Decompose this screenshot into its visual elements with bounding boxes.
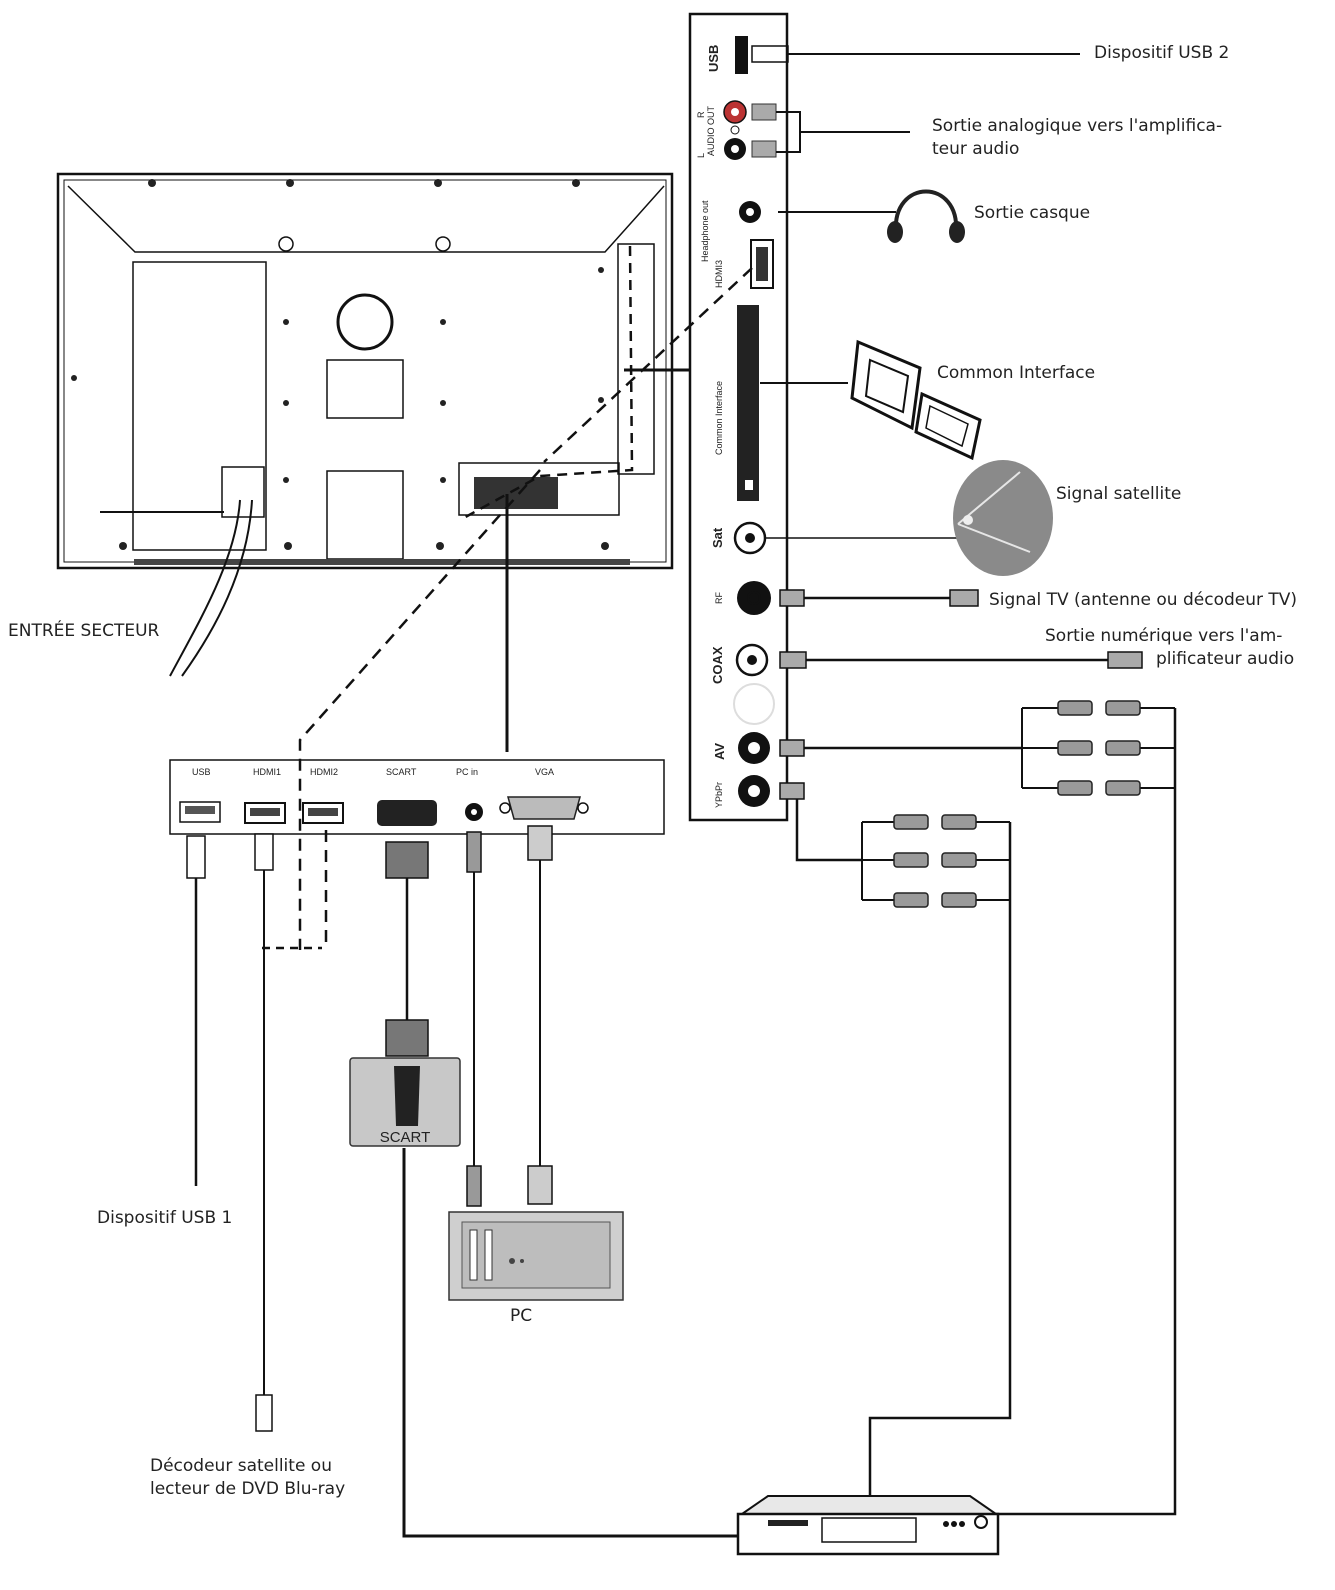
cables	[186, 53, 1177, 1538]
tv-back	[56, 172, 674, 677]
callout-digital-line1: Sortie numérique vers l'am-	[1045, 626, 1282, 646]
pc-icon	[448, 1211, 624, 1301]
bottom-label-scart: SCART	[386, 767, 417, 777]
side-label-audio-out: AUDIO OUT	[706, 105, 716, 156]
callouts: Dispositif USB 2 Sortie analogique vers …	[8, 43, 1297, 1499]
callout-usb2: Dispositif USB 2	[1094, 43, 1229, 63]
bottom-label-hdmi2: HDMI2	[310, 767, 338, 777]
side-label-hdmi3: HDMI3	[714, 260, 724, 288]
callout-headphone: Sortie casque	[974, 203, 1090, 223]
callout-usb1: Dispositif USB 1	[97, 1208, 232, 1228]
headphones-icon	[887, 189, 965, 243]
side-label-audio-r: R	[696, 111, 706, 118]
rca-plug-pairs	[893, 700, 1141, 908]
side-label-common-interface: Common Interface	[714, 381, 724, 455]
side-label-sat: Sat	[710, 527, 725, 548]
side-label-usb: USB	[706, 45, 721, 72]
bottom-label-hdmi1: HDMI1	[253, 767, 281, 777]
callout-audio-analog-line2: teur audio	[932, 139, 1019, 159]
callout-tv-signal: Signal TV (antenne ou décodeur TV)	[989, 590, 1297, 610]
bottom-panel: USB HDMI1 HDMI2 SCART PC in VGA	[169, 759, 665, 835]
side-label-headphone: Headphone out	[700, 200, 710, 262]
callout-satellite: Signal satellite	[1056, 484, 1181, 504]
bottom-label-pc-in: PC in	[456, 767, 478, 777]
side-label-av: AV	[712, 743, 727, 760]
scart-device-label: SCART	[380, 1129, 431, 1146]
side-label-coax: COAX	[710, 646, 725, 684]
callout-decoder-line2: lecteur de DVD Blu-ray	[150, 1479, 345, 1499]
ci-module-icon	[850, 339, 982, 461]
callout-common-interface: Common Interface	[937, 363, 1095, 383]
satellite-dish-icon	[953, 460, 1053, 576]
side-label-ypbpr: YPbPr	[714, 782, 724, 808]
bottom-label-usb: USB	[192, 767, 211, 777]
callout-digital-line2: plificateur audio	[1156, 649, 1294, 669]
callout-audio-analog-line1: Sortie analogique vers l'amplifica-	[932, 116, 1222, 136]
dvd-player-icon	[736, 1495, 1000, 1556]
side-label-rf: RF	[714, 592, 724, 604]
scart-device-icon: SCART	[349, 1057, 461, 1147]
callout-decoder-line1: Décodeur satellite ou	[150, 1456, 332, 1476]
side-panel: USB R AUDIO OUT L Headphone out HDMI3 Co…	[688, 12, 789, 822]
bottom-label-vga: VGA	[535, 767, 554, 777]
callout-mains: ENTRÉE SECTEUR	[8, 619, 160, 641]
side-label-audio-l: L	[696, 153, 706, 158]
callout-pc: PC	[510, 1306, 532, 1326]
